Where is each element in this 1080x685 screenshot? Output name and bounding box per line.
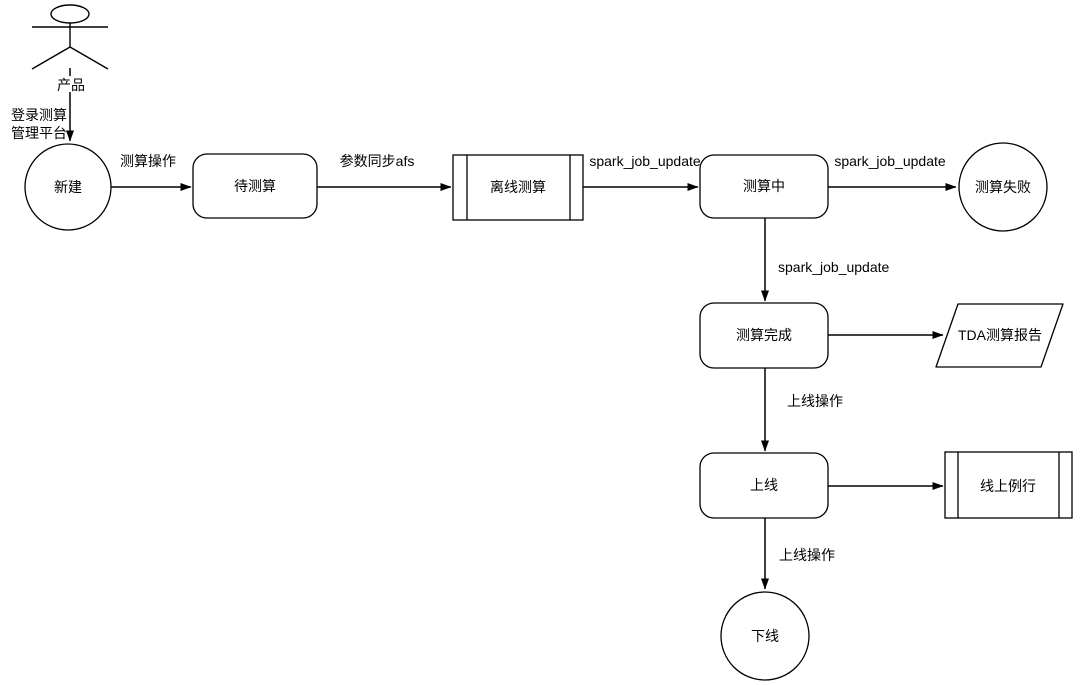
actor-leg-left <box>31 46 71 70</box>
node-online-label: 上线 <box>750 477 778 493</box>
edge-label-login-line1: 登录测算 <box>11 107 67 123</box>
edge-label-spark-job-update-3: spark_job_update <box>778 259 890 275</box>
node-tda-report-shape <box>935 303 1064 368</box>
edge-label-calc-operation: 测算操作 <box>120 153 176 169</box>
edges-layer <box>66 68 957 590</box>
node-calc-failed-shape <box>958 142 1048 232</box>
edge-label-login-line2: 管理平台 <box>11 125 67 141</box>
node-calc-complete-shape <box>699 302 829 369</box>
node-calculating-label: 测算中 <box>743 178 785 194</box>
node-calc-complete: 测算完成 <box>699 302 829 369</box>
actor-label-background <box>56 76 86 92</box>
node-new-shape <box>24 143 112 231</box>
node-online-routine-label: 线上例行 <box>980 478 1036 494</box>
node-tda-report-label: TDA测算报告 <box>958 327 1042 343</box>
edge-label-spark-job-update-2: spark_job_update <box>834 153 946 169</box>
edge-label-spark-job-update-1: spark_job_update <box>589 153 701 169</box>
actor-leg-right <box>69 46 109 70</box>
node-online-shape <box>699 452 829 519</box>
node-offline-calc-label: 离线测算 <box>490 179 546 195</box>
node-online-routine: 线上例行 <box>944 451 1073 519</box>
node-offline-calc: 离线测算 <box>452 154 584 221</box>
node-offline-label: 下线 <box>751 628 779 644</box>
node-online-routine-shape <box>944 451 1073 519</box>
node-calc-failed-label: 测算失败 <box>975 179 1031 195</box>
node-offline: 下线 <box>720 591 810 681</box>
node-offline-calc-shape <box>452 154 584 221</box>
node-tda-report: TDA测算报告 <box>935 303 1064 368</box>
edge-label-param-sync-afs: 参数同步afs <box>340 153 415 169</box>
actor-head <box>50 4 90 24</box>
node-online: 上线 <box>699 452 829 519</box>
edge-label-online-operation-2: 上线操作 <box>779 547 835 563</box>
actor-figure <box>31 4 109 70</box>
node-calc-failed: 测算失败 <box>958 142 1048 232</box>
node-pending-calc-shape <box>192 153 318 219</box>
node-offline-shape <box>720 591 810 681</box>
node-calculating-shape <box>699 154 829 219</box>
actor-label: 产品 <box>57 77 85 93</box>
node-pending-calc-label: 待测算 <box>234 178 276 194</box>
node-pending-calc: 待测算 <box>192 153 318 219</box>
edge-labels-layer: 登录测算 管理平台 测算操作 参数同步afs spark_job_update … <box>11 107 946 563</box>
node-calc-complete-label: 测算完成 <box>736 327 792 343</box>
node-new: 新建 <box>24 143 112 231</box>
edge-label-online-operation-1: 上线操作 <box>787 393 843 409</box>
node-calculating: 测算中 <box>699 154 829 219</box>
node-new-label: 新建 <box>54 179 82 195</box>
